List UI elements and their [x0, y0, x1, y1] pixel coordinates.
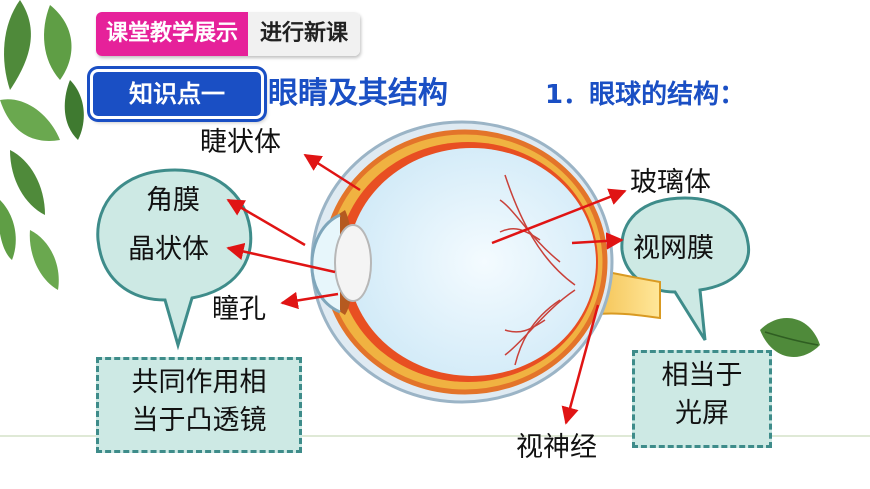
label-optic-nerve: 视神经: [516, 432, 597, 463]
header-subtitle: 进行新课: [248, 12, 361, 56]
note-convex-lens-line2: 当于凸透镜: [131, 405, 267, 436]
label-cornea: 角膜: [146, 185, 200, 216]
lens-shape: [334, 224, 372, 302]
pointer-arrows: [226, 153, 627, 425]
knowledge-point-badge: 知识点一: [90, 69, 264, 119]
footer-divider: [0, 435, 870, 437]
note-screen: 相当于 光屏: [632, 350, 772, 448]
leaf-bottom-right: [760, 318, 820, 357]
note-screen-line1: 相当于: [661, 360, 743, 391]
label-ciliary-body: 睫状体: [200, 127, 281, 158]
header-banner: 课堂教学展示 进行新课: [96, 12, 361, 56]
note-convex-lens-line1: 共同作用相: [131, 367, 267, 398]
leaf-cluster-top-left: [0, 0, 84, 290]
note-convex-lens: 共同作用相 当于凸透镜: [96, 357, 302, 453]
label-retina: 视网膜: [633, 233, 714, 264]
header-tag: 课堂教学展示: [96, 12, 249, 56]
cornea-shape: [310, 213, 341, 314]
bubble-right: [620, 196, 751, 341]
section-title: 1．眼球的结构：: [545, 80, 746, 110]
label-lens: 晶状体: [128, 234, 209, 265]
knowledge-point-title: 眼睛及其结构: [268, 76, 448, 111]
note-screen-line2: 光屏: [675, 398, 729, 429]
label-vitreous: 玻璃体: [630, 167, 711, 198]
label-pupil: 瞳孔: [212, 294, 266, 325]
retinal-vessels: [499, 174, 576, 366]
vitreous-body: [348, 148, 596, 376]
